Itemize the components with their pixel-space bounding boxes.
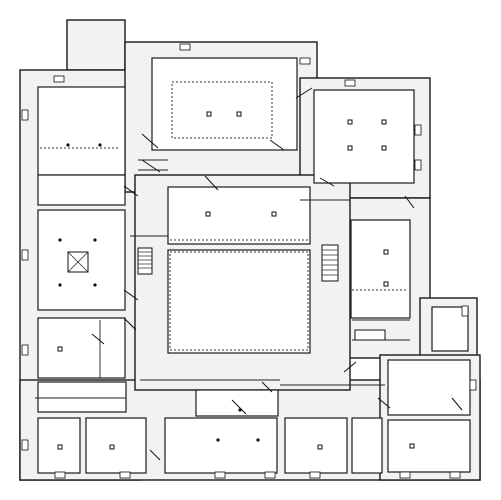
columns [57, 111, 415, 450]
room-south-3 [164, 417, 278, 474]
stair-east [321, 244, 339, 282]
room-northeast [313, 89, 415, 184]
dashed-outlines [40, 81, 408, 351]
room-southeast-upper [387, 359, 471, 416]
room-west-lower [37, 317, 126, 379]
room-south-5 [351, 417, 383, 474]
windows [21, 43, 477, 479]
dashed-north-hall [171, 81, 273, 139]
dashed-court [169, 251, 309, 351]
room-south-lobby [195, 389, 279, 417]
room-central-court [167, 249, 311, 354]
stairs [67, 244, 386, 341]
doors [91, 87, 463, 461]
room-south-vestibule [37, 381, 127, 413]
room-south-2 [85, 417, 147, 474]
stair-east-lower [354, 329, 386, 341]
stair-court [137, 247, 153, 275]
room-south-4 [284, 417, 348, 474]
room-north-hall [151, 57, 298, 151]
wall-north-tower [66, 19, 126, 71]
room-southeast [387, 419, 471, 473]
rooms [37, 57, 471, 474]
room-central-upper [167, 186, 311, 245]
room-west-upper [37, 86, 126, 176]
room-west-stair [37, 174, 126, 206]
room-east-middle [350, 219, 411, 319]
